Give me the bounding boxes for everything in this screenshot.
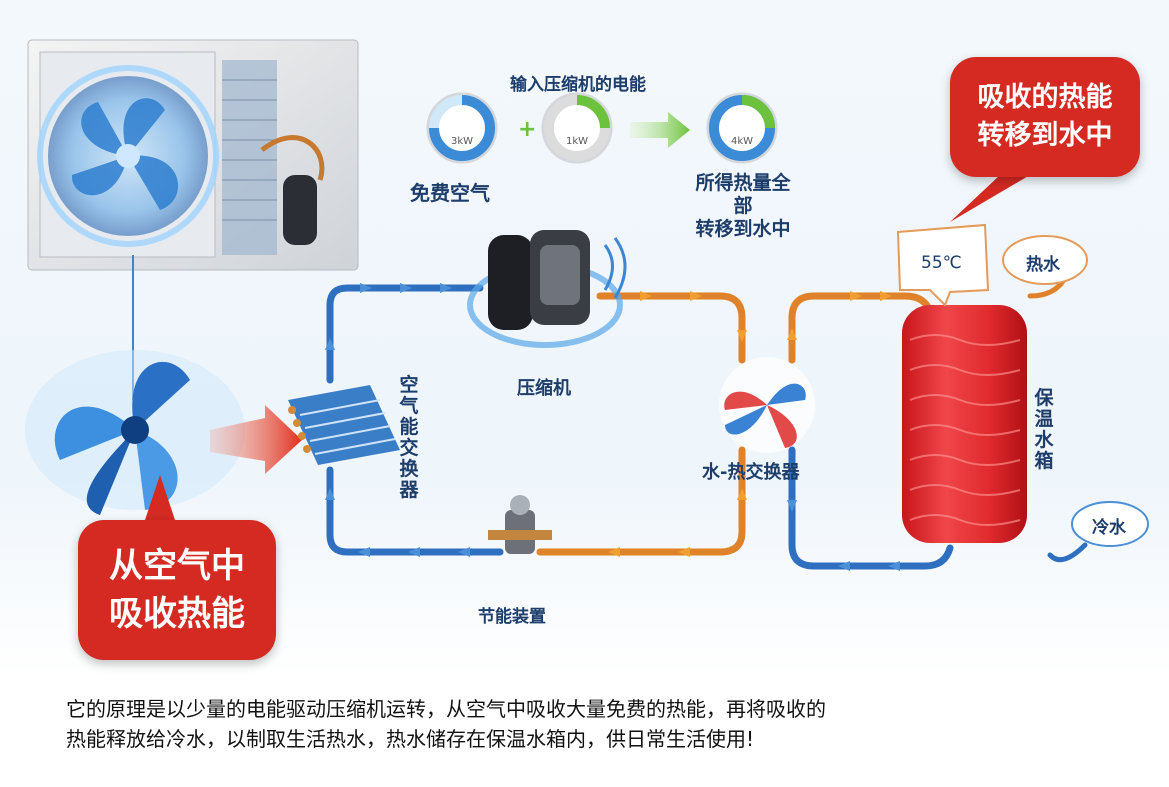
- gauge-free-air: [426, 92, 498, 164]
- temperature-callout: [896, 223, 990, 307]
- valve-icon: [488, 495, 552, 554]
- gauge-electric: [541, 92, 613, 164]
- heat-transfer-bubble: 吸收的热能 转移到水中: [950, 57, 1140, 177]
- water-tank-icon: [902, 305, 1027, 543]
- outdoor-unit-image: [27, 39, 359, 271]
- compressor-label: 压缩机: [517, 378, 571, 399]
- cold-water-cloud: [1071, 501, 1149, 547]
- description-text: 它的原理是以少量的电能驱动压缩机运转，从空气中吸收大量免费的热能，再将吸收的 热…: [66, 694, 1146, 754]
- heat-transfer-bubble-line-1: 吸收的热能: [977, 82, 1113, 113]
- compressor-icon: [467, 230, 627, 348]
- air-exchanger-coil: [288, 385, 400, 465]
- gauge-free-air-caption: 免费空气: [410, 181, 490, 205]
- temperature-value: 55℃: [921, 253, 962, 273]
- hot-water-label: 热水: [1026, 255, 1060, 275]
- water-heat-exchanger-icon: [719, 357, 815, 453]
- flow-arrows-cold: [325, 283, 900, 571]
- gauge-total-caption-line-2: 转移到水中: [695, 218, 791, 240]
- gauge-free-air-value: 3kW: [450, 136, 474, 147]
- plus-icon: +: [518, 117, 536, 142]
- heat-transfer-bubble-line-2: 转移到水中: [977, 120, 1113, 151]
- air-exchanger-label: 空气能交换器: [399, 374, 419, 501]
- gauge-total-caption: 所得热量全部 转移到水中: [688, 172, 798, 241]
- absorb-heat-bubble-line-2: 吸收热能: [109, 594, 245, 634]
- absorb-heat-bubble-line-1: 从空气中: [109, 546, 245, 586]
- water-exchanger-label: 水-热交换器: [702, 462, 800, 483]
- flow-arrows-hot: [608, 291, 892, 557]
- tank-label: 保温水箱: [1034, 387, 1054, 472]
- description-line-2: 热能释放给冷水，以制取生活热水，热水储存在保温水箱内，供日常生活使用!: [66, 727, 755, 751]
- heat-flow-arrow: [210, 405, 302, 474]
- green-arrow: [630, 112, 690, 148]
- gauge-total: [706, 92, 778, 164]
- bubble-tail-top: [950, 175, 1030, 222]
- water-pipe: [788, 275, 1088, 570]
- fan-blade-icon: [25, 350, 245, 515]
- hot-water-cloud: [1002, 235, 1088, 285]
- absorb-heat-bubble: 从空气中 吸收热能: [78, 520, 276, 660]
- gauge-electric-value: 1kW: [565, 136, 589, 147]
- valve-label: 节能装置: [478, 607, 546, 627]
- cold-water-label: 冷水: [1092, 518, 1126, 538]
- description-line-1: 它的原理是以少量的电能驱动压缩机运转，从空气中吸收大量免费的热能，再将吸收的: [66, 697, 826, 721]
- refrigerant-cold-pipe: [326, 284, 746, 556]
- gauge-total-value: 4kW: [730, 136, 754, 147]
- header-label: 输入压缩机的电能: [510, 75, 646, 95]
- gauge-total-caption-line-1: 所得热量全部: [695, 172, 791, 217]
